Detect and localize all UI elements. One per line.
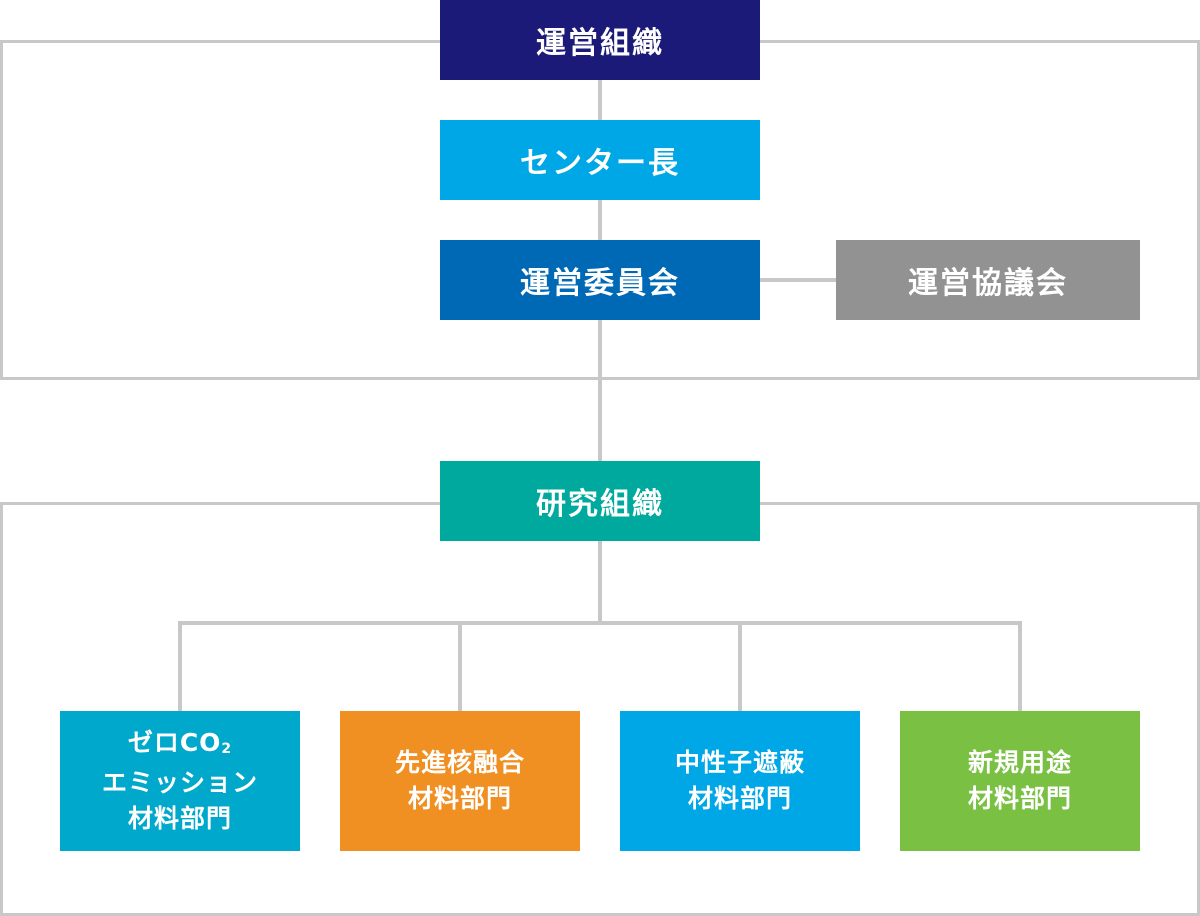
center-director-label: センター長 bbox=[520, 146, 680, 181]
department-new-applications: 新規用途 材料部門 bbox=[900, 711, 1140, 851]
department-label-line1: ゼロCO2 bbox=[127, 728, 233, 757]
council-label: 運営協議会 bbox=[908, 266, 1068, 301]
research-org-box: 研究組織 bbox=[440, 461, 760, 541]
connector-branch-2 bbox=[458, 621, 462, 712]
department-label-line1: 先進核融合 bbox=[394, 748, 525, 777]
department-label-line2: エミッション bbox=[101, 768, 258, 797]
department-neutron-shielding: 中性子遮蔽 材料部門 bbox=[620, 711, 860, 851]
research-org-label: 研究組織 bbox=[536, 487, 664, 522]
management-org-box: 運営組織 bbox=[440, 0, 760, 80]
department-label-line1: 新規用途 bbox=[967, 748, 1072, 777]
connector-branch-4 bbox=[1018, 621, 1022, 712]
department-label-line2: 材料部門 bbox=[967, 784, 1072, 813]
department-label-line3: 材料部門 bbox=[127, 804, 232, 833]
connector-branch-1 bbox=[178, 621, 182, 712]
department-zero-co2: ゼロCO2 エミッション 材料部門 bbox=[60, 711, 300, 851]
steering-committee-label: 運営委員会 bbox=[520, 266, 680, 301]
connector-branch-horizontal bbox=[178, 621, 1022, 625]
department-fusion: 先進核融合 材料部門 bbox=[340, 711, 580, 851]
management-org-label: 運営組織 bbox=[536, 26, 664, 61]
connector-committee-council bbox=[760, 278, 836, 282]
council-box: 運営協議会 bbox=[836, 240, 1140, 320]
department-label-line2: 材料部門 bbox=[687, 784, 792, 813]
department-label-line1: 中性子遮蔽 bbox=[674, 748, 805, 777]
center-director-box: センター長 bbox=[440, 120, 760, 200]
connector-research-down bbox=[598, 540, 602, 624]
department-label-line2: 材料部門 bbox=[407, 784, 512, 813]
steering-committee-box: 運営委員会 bbox=[440, 240, 760, 320]
connector-branch-3 bbox=[738, 621, 742, 712]
